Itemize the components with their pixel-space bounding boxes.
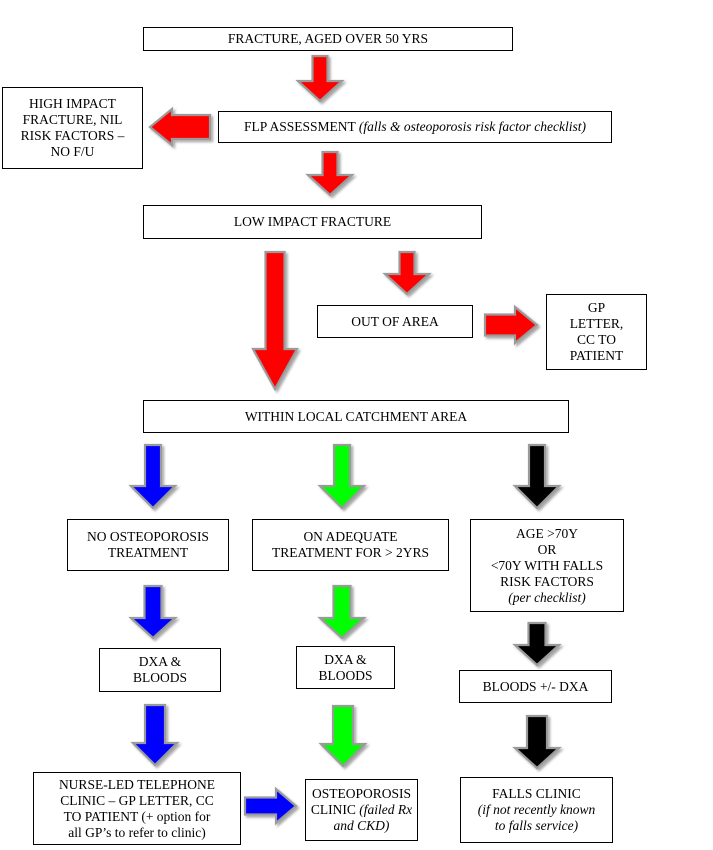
node-label-line: all GP’s to refer to clinic) [68, 824, 206, 840]
flow-arrows [128, 54, 562, 826]
node-label: OUT OF AREA [351, 313, 439, 329]
node-label-line: OSTEOPOROSIS [311, 786, 412, 801]
node-label-line: BLOODS [132, 670, 187, 685]
node-label-line: RISK FACTORS [500, 573, 594, 589]
arrow-green-down-3 [318, 704, 368, 768]
node-label-line: CC TO [577, 332, 616, 347]
node-label-line: RISK FACTORS – [20, 128, 125, 143]
node-no-osteoporosis-treatment: NO OSTEOPOROSIS TREATMENT [67, 519, 229, 571]
node-osteoporosis-clinic: OSTEOPOROSIS CLINIC (failed Rx and CKD) [305, 779, 418, 841]
node-label-line: NO OSTEOPOROSIS [87, 529, 209, 544]
node-label-line: NURSE-LED TELEPHONE [58, 776, 216, 792]
node-dxa-bloods-left: DXA & BLOODS [99, 648, 221, 692]
node-label-line: TREATMENT [107, 545, 189, 560]
node-age-over-70: AGE >70Y OR <70Y WITH FALLS RISK FACTORS… [470, 519, 624, 612]
node-label-line: BLOODS [318, 667, 373, 683]
node-out-of-area: OUT OF AREA [317, 305, 473, 338]
node-label-line: HIGH IMPACT [29, 96, 116, 111]
arrow-red-down-3 [382, 250, 432, 296]
node-label: FALLS CLINIC [492, 786, 581, 801]
node-note: and CKD) [333, 818, 390, 833]
arrow-red-left [148, 106, 212, 148]
arrow-blue-down-3 [130, 703, 180, 767]
node-fracture-aged-over-50: FRACTURE, AGED OVER 50 YRS [143, 27, 513, 51]
node-label: WITHIN LOCAL CATCHMENT AREA [244, 408, 468, 424]
node-note: (falls & osteoporosis risk factor checkl… [358, 119, 586, 134]
arrow-black-down-3 [512, 714, 562, 770]
node-label-line: TO PATIENT (+ option for [63, 808, 211, 824]
node-note: to falls service) [494, 818, 579, 833]
node-dxa-bloods-middle: DXA & BLOODS [296, 646, 395, 689]
node-label: FRACTURE, AGED OVER 50 YRS [227, 31, 429, 46]
arrow-blue-down-2 [128, 584, 178, 640]
node-note: (failed Rx [359, 802, 413, 817]
arrow-green-down-1 [317, 443, 367, 510]
node-label: FLP ASSESSMENT [244, 119, 359, 134]
node-label: BLOODS +/- DXA [482, 678, 589, 694]
node-label: CLINIC [310, 802, 360, 817]
node-label-line: LETTER, [569, 316, 624, 331]
arrow-blue-down-1 [128, 443, 178, 510]
arrow-black-down-2 [512, 621, 562, 667]
arrow-red-down-2 [305, 150, 355, 197]
node-label-line: GP [587, 300, 606, 315]
arrow-red-right [483, 304, 539, 346]
arrow-green-down-2 [317, 584, 367, 640]
arrow-black-down-1 [512, 443, 562, 510]
node-gp-letter: GP LETTER, CC TO PATIENT [546, 294, 647, 370]
node-label-line: DXA & [324, 651, 367, 667]
node-low-impact-fracture: LOW IMPACT FRACTURE [143, 205, 482, 239]
node-high-impact-fracture: HIGH IMPACT FRACTURE, NIL RISK FACTORS –… [2, 87, 143, 169]
node-label-line: OR [537, 541, 557, 557]
node-label-line: CLINIC – GP LETTER, CC [60, 792, 214, 808]
arrow-blue-right [243, 786, 298, 826]
node-label-line: DXA & [138, 654, 182, 669]
node-label-line: FRACTURE, NIL [22, 112, 123, 127]
arrow-red-down-long [251, 250, 299, 392]
node-label-line: TREATMENT FOR > 2YRS [271, 545, 429, 560]
node-bloods-dxa: BLOODS +/- DXA [459, 670, 612, 703]
node-label-line: <70Y WITH FALLS [490, 557, 604, 573]
node-label: LOW IMPACT FRACTURE [233, 214, 392, 229]
node-note: (per checklist) [508, 589, 586, 605]
node-flp-assessment: FLP ASSESSMENT (falls & osteoporosis ris… [218, 111, 612, 143]
node-label-line: NO F/U [50, 144, 95, 159]
node-label-line: AGE >70Y [516, 525, 578, 541]
node-nurse-led-clinic: NURSE-LED TELEPHONE CLINIC – GP LETTER, … [33, 772, 241, 845]
node-adequate-treatment: ON ADEQUATE TREATMENT FOR > 2YRS [252, 519, 449, 571]
arrow-red-down-1 [295, 54, 345, 103]
node-within-catchment: WITHIN LOCAL CATCHMENT AREA [143, 400, 569, 433]
node-label-line: ON ADEQUATE [303, 529, 398, 544]
node-label-line: PATIENT [569, 348, 624, 363]
node-falls-clinic: FALLS CLINIC (if not recently known to f… [460, 777, 613, 843]
node-note: (if not recently known [477, 802, 596, 817]
